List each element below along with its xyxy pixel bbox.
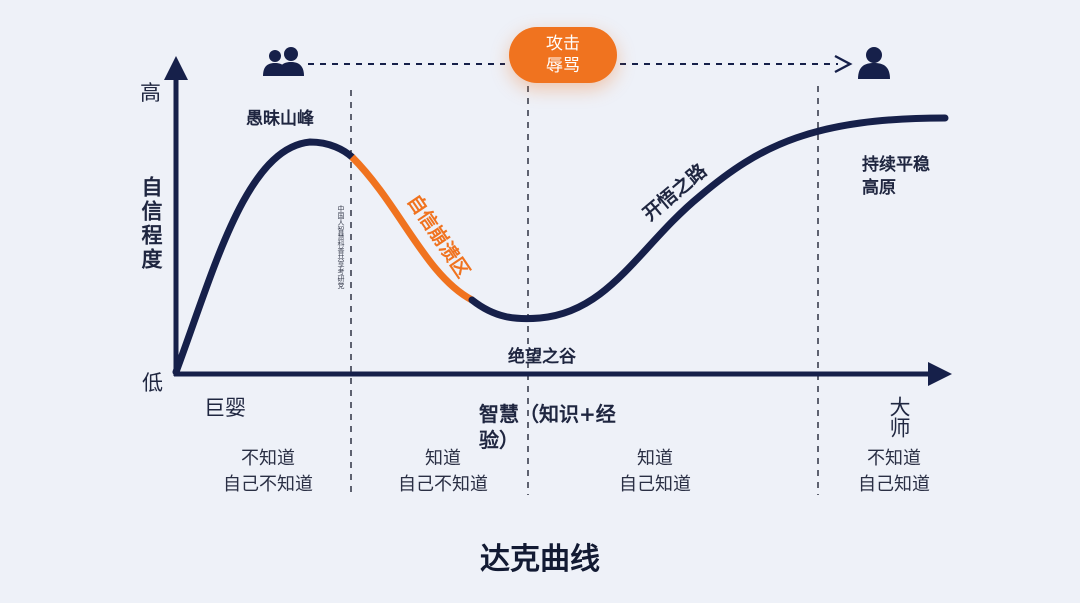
stage-3-line1: 知道 xyxy=(637,448,673,469)
single-user-icon xyxy=(858,47,890,79)
curve-collapse-segment xyxy=(349,154,474,304)
y-axis-arrow-head xyxy=(164,56,188,80)
stage-4-caption: 不知道 自己知道 xyxy=(846,446,942,498)
plateau-label-line1: 持续平稳 xyxy=(862,155,930,175)
stage-1-line1: 不知道 xyxy=(241,448,295,469)
watermark-text: 中国人智慧科普共享考研党 xyxy=(337,205,345,289)
x-axis-start-label: 巨婴 xyxy=(204,396,246,420)
y-axis-title: 自信程度 xyxy=(139,176,163,272)
diagram-title: 达克曲线 xyxy=(480,542,600,577)
curve-rise-and-peak xyxy=(172,138,356,376)
stage-2-line1: 知道 xyxy=(425,448,461,469)
insult-label: 辱骂 xyxy=(546,56,580,76)
y-axis-low-label: 低 xyxy=(142,371,163,395)
curve-valley-and-climb xyxy=(468,114,949,323)
x-axis-arrow-head xyxy=(928,362,952,386)
stage-2-caption: 知道 自己不知道 xyxy=(391,446,495,498)
attack-insult-badge: 攻击 辱骂 xyxy=(509,27,617,83)
stage-4-line1: 不知道 xyxy=(867,448,921,469)
x-axis-title-line2: 验） xyxy=(479,428,519,452)
group-users-icon xyxy=(263,47,304,76)
stage-1-line2: 自己不知道 xyxy=(223,474,313,495)
plateau-label-line2: 高原 xyxy=(862,178,896,198)
attack-label: 攻击 xyxy=(546,34,580,54)
stage-3-caption: 知道 自己知道 xyxy=(607,446,703,498)
y-axis-high-label: 高 xyxy=(140,81,161,105)
x-axis-title-line1: 智慧（知识+经 xyxy=(479,402,616,426)
top-arrow-head xyxy=(834,54,853,74)
stage-1-caption: 不知道 自己不知道 xyxy=(216,446,320,498)
stage-2-line2: 自己不知道 xyxy=(398,474,488,495)
x-axis-end-label: 大师 xyxy=(887,396,911,438)
stage-4-line2: 自己知道 xyxy=(858,474,930,495)
peak-label: 愚昧山峰 xyxy=(246,109,314,129)
valley-label: 绝望之谷 xyxy=(508,347,576,367)
stage-3-line2: 自己知道 xyxy=(619,474,691,495)
